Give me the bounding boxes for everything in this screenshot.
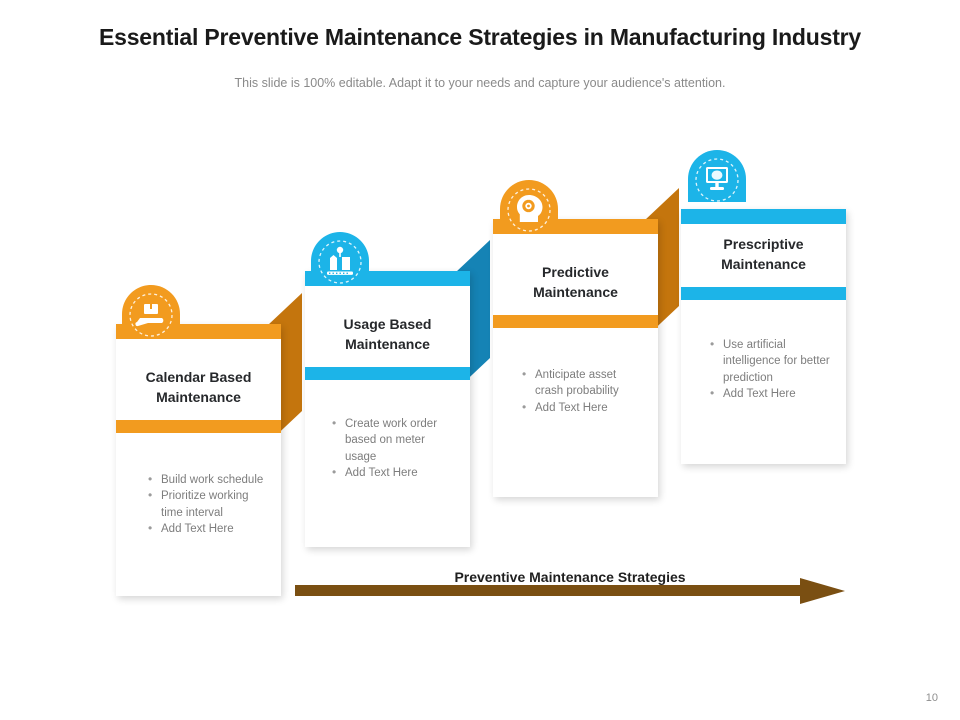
list-item: Add Text Here — [332, 464, 456, 481]
list-item: Add Text Here — [710, 385, 832, 402]
card-title-line-1: Usage Based — [343, 316, 432, 332]
list-item: Add Text Here — [522, 399, 640, 416]
step-card-calendar-based-maintenance[interactable]: Calendar Based Maintenance Build work sc… — [116, 324, 281, 596]
card-title-line-1: Calendar Based — [145, 369, 252, 385]
card-surface — [305, 271, 470, 547]
card-bullet-list: Create work order based on meter usage A… — [332, 415, 456, 481]
step-card-predictive-maintenance[interactable]: Predictive Maintenance Anticipate asset … — [493, 219, 658, 497]
card-title-line-2: Maintenance — [721, 255, 806, 272]
card-title: Calendar Based Maintenance — [122, 368, 275, 408]
step-pin-prescriptive-maintenance[interactable] — [688, 150, 746, 224]
card-title-line-1: Prescriptive — [723, 236, 804, 252]
monitor-ai-brain-icon — [706, 167, 728, 190]
card-bullet-list: Use artificial intelligence for better p… — [710, 336, 832, 402]
hand-holding-box-icon — [135, 304, 164, 327]
step-pin-predictive-maintenance[interactable] — [500, 180, 558, 254]
list-item: Prioritize working time interval — [148, 487, 267, 521]
list-item: Add Text Here — [148, 520, 267, 537]
card-title: Usage Based Maintenance — [311, 315, 464, 355]
head-gear-brain-icon — [517, 195, 543, 222]
card-top-accent-bar — [681, 209, 846, 224]
page-subtitle: This slide is 100% editable. Adapt it to… — [234, 76, 726, 90]
progress-arrow-label: Preventive Maintenance Strategies — [454, 569, 686, 585]
list-item: Build work schedule — [148, 471, 267, 488]
card-title-line-1: Predictive — [542, 264, 609, 280]
card-surface — [116, 324, 281, 596]
card-divider-bar — [116, 420, 281, 433]
card-title-line-2: Maintenance — [345, 335, 430, 352]
progress-arrow — [295, 578, 845, 606]
card-bullet-list: Anticipate asset crash probability Add T… — [522, 366, 640, 416]
card-title-line-2: Maintenance — [533, 283, 618, 300]
card-title-line-2: Maintenance — [156, 388, 241, 405]
factory-conveyor-icon — [327, 246, 353, 275]
list-item: Anticipate asset crash probability — [522, 366, 640, 400]
card-divider-bar — [493, 315, 658, 328]
card-surface — [493, 219, 658, 497]
card-divider-bar — [681, 287, 846, 300]
step-pin-calendar-based-maintenance[interactable] — [122, 285, 180, 359]
step-pin-usage-based-maintenance[interactable] — [311, 232, 369, 306]
page-title: Essential Preventive Maintenance Strateg… — [98, 24, 862, 50]
page-number: 10 — [925, 692, 938, 704]
list-item: Create work order based on meter usage — [332, 415, 456, 465]
card-divider-bar — [305, 367, 470, 380]
card-title: Prescriptive Maintenance — [687, 235, 840, 275]
card-bullet-list: Build work schedule Prioritize working t… — [148, 471, 267, 537]
step-card-usage-based-maintenance[interactable]: Usage Based Maintenance Create work orde… — [305, 271, 470, 547]
list-item: Use artificial intelligence for better p… — [710, 336, 832, 386]
step-card-prescriptive-maintenance[interactable]: Prescriptive Maintenance Use artificial … — [681, 209, 846, 464]
card-title: Predictive Maintenance — [499, 263, 652, 303]
